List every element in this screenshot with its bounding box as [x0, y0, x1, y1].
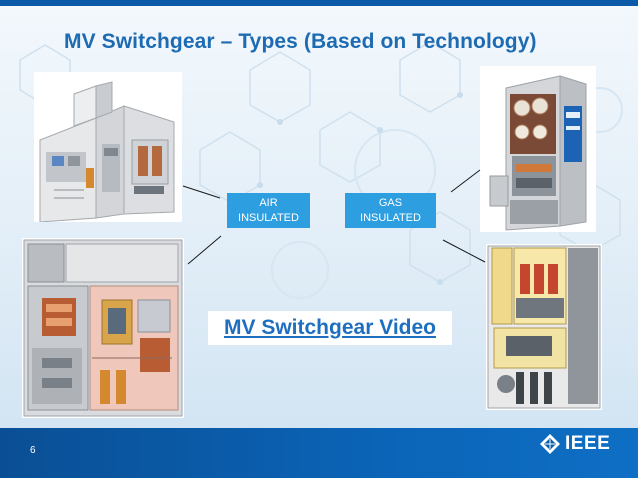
footer-band: [0, 428, 638, 478]
air-insulated-cutaway-photo: [22, 238, 184, 418]
gas-label-line2: INSULATED: [360, 211, 421, 224]
slide-number: 6: [30, 445, 36, 456]
gas-label-line1: GAS: [378, 196, 403, 209]
air-insulated-switchgear-photo: [34, 72, 182, 223]
air-label-line1: AIR: [259, 196, 278, 209]
air-label-line2: INSULATED: [238, 211, 299, 224]
video-link-box[interactable]: MV Switchgear Video: [208, 311, 452, 345]
ieee-kite-icon: [540, 434, 560, 454]
air-insulated-label: AIR INSULATED: [227, 193, 310, 228]
gas-insulated-switchgear-photo: [480, 66, 596, 232]
slide-title: MV Switchgear – Types (Based on Technolo…: [64, 30, 537, 53]
ieee-logo: IEEE: [539, 433, 610, 455]
logo-wordmark: IEEE: [565, 433, 611, 454]
gas-insulated-label: GAS INSULATED: [345, 193, 436, 228]
video-link[interactable]: MV Switchgear Video: [224, 316, 436, 339]
gas-insulated-cutaway-photo: [486, 244, 602, 410]
top-accent-bar: [0, 0, 638, 6]
